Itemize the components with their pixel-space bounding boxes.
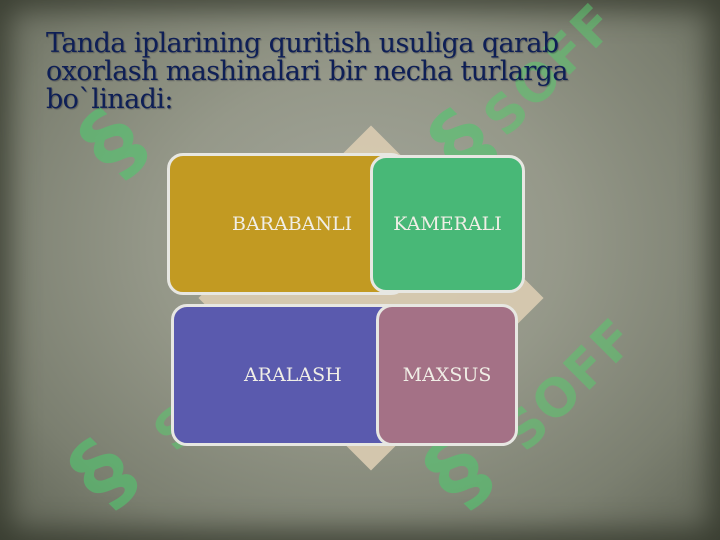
box-barabanli: BARABANLI: [167, 153, 407, 295]
box-label: KAMERALI: [393, 213, 502, 235]
slide-title: Tanda iplarining quritish usuliga qarab …: [46, 28, 568, 115]
box-label: BARABANLI: [232, 213, 353, 235]
box-label: ARALASH: [244, 364, 342, 386]
box-label: MAXSUS: [402, 364, 492, 386]
box-maxsus: MAXSUS: [376, 304, 518, 446]
box-kamerali: KAMERALI: [370, 155, 525, 293]
box-aralash: ARALASH: [171, 304, 411, 446]
